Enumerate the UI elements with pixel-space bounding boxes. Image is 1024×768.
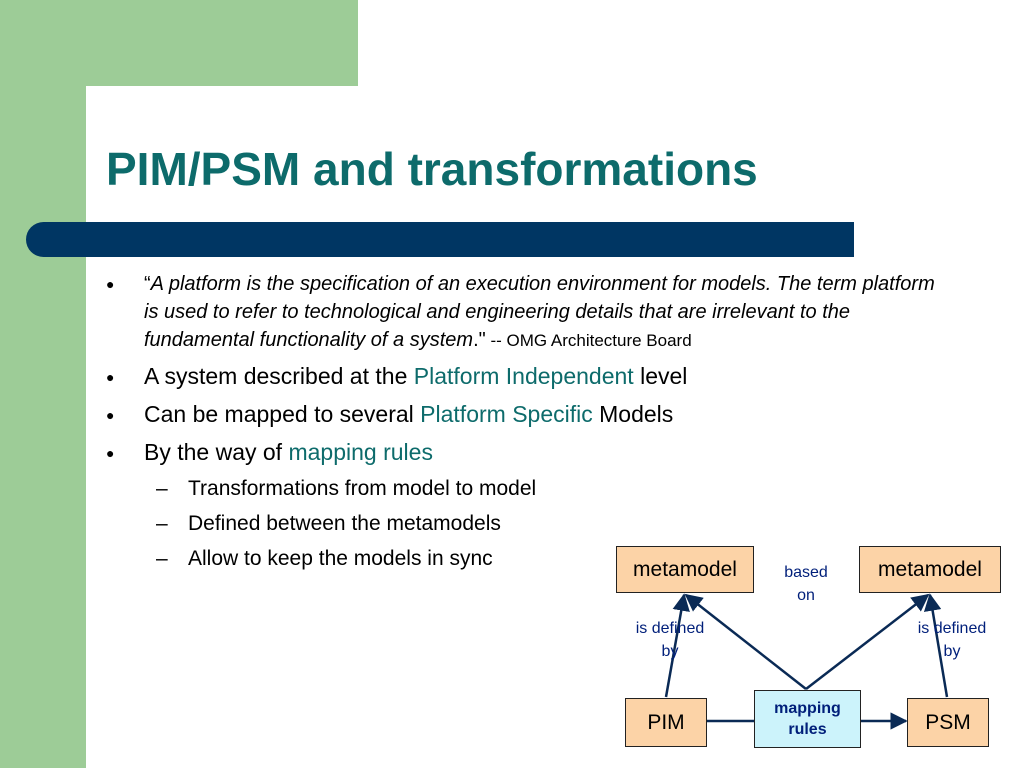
metamodel-right-box: metamodel [859, 546, 1001, 593]
sub-bullet-item: Defined between the metamodels [106, 510, 946, 538]
based-on-line1: based [784, 564, 828, 581]
mapping-rules-line1: mapping [774, 700, 841, 717]
quote-attribution: -- OMG Architecture Board [485, 331, 692, 350]
pim-box: PIM [625, 698, 707, 747]
is-defined-by-left-line2: by [661, 643, 679, 660]
bullet-item: Can be mapped to several Platform Specif… [106, 399, 946, 430]
bullet-text: By the way of [144, 439, 289, 465]
bullet-text: A system described at the [144, 363, 414, 389]
quote-open-mark: “ [144, 273, 151, 295]
bullet-item: A system described at the Platform Indep… [106, 361, 946, 392]
is-defined-by-right-label: is defined by [902, 617, 1002, 663]
bullet-accent-text: Platform Specific [420, 401, 593, 427]
sub-bullet-item: Transformations from model to model [106, 475, 946, 503]
quote-close-mark: ." [473, 329, 486, 351]
is-defined-by-right-line2: by [943, 643, 961, 660]
is-defined-by-left-label: is defined by [620, 617, 720, 663]
bullet-list: “A platform is the specification of an e… [106, 270, 946, 580]
background-green-top [0, 0, 358, 86]
sub-bullet-item: Allow to keep the models in sync [106, 545, 946, 573]
is-defined-by-right-line1: is defined [917, 620, 987, 637]
bullet-quote: “A platform is the specification of an e… [106, 270, 946, 355]
is-defined-by-left-line1: is defined [635, 620, 705, 637]
bullet-accent-text: Platform Independent [413, 363, 634, 389]
mapping-rules-line2: rules [788, 721, 827, 738]
mapping-rules-box: mapping rules [754, 690, 861, 748]
bullet-text: level [633, 363, 688, 389]
based-on-line2: on [797, 587, 815, 604]
bullet-text: Can be mapped to several [144, 401, 421, 427]
quote-text: A platform is the specification of an ex… [144, 273, 935, 351]
metamodel-left-box: metamodel [616, 546, 754, 593]
bullet-text: Models [592, 401, 674, 427]
based-on-label: based on [764, 561, 848, 607]
psm-box: PSM [907, 698, 989, 747]
bullet-accent-text: mapping rules [288, 439, 433, 465]
bullet-item: By the way of mapping rules [106, 437, 946, 468]
background-green-left [0, 0, 86, 768]
title-underline-bar [26, 222, 854, 257]
slide-title: PIM/PSM and transformations [106, 143, 758, 195]
